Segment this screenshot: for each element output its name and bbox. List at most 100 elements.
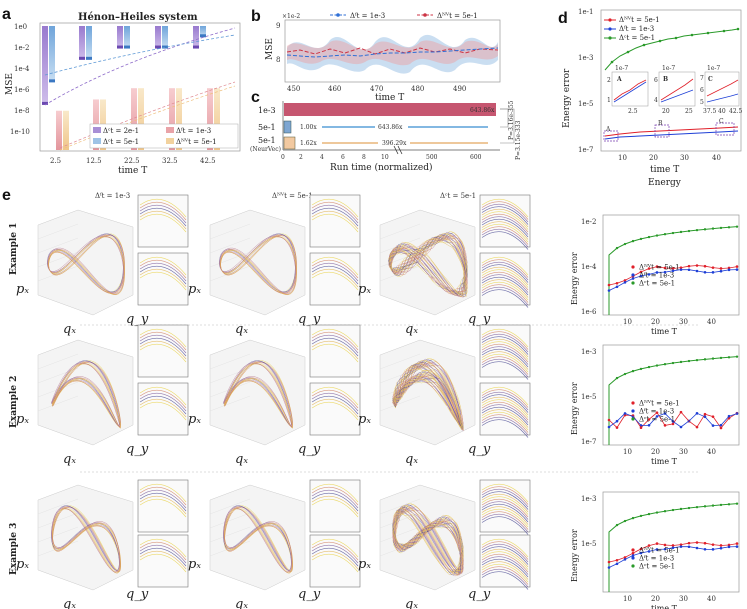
e-zoom-curve xyxy=(139,538,187,558)
trajectory-curve xyxy=(393,511,464,574)
e-zoom-curve xyxy=(481,266,529,286)
e-zoom-curve xyxy=(481,566,529,585)
e-zoom-curve xyxy=(139,343,187,363)
e-grid-line xyxy=(37,265,79,282)
e-zoom-curves xyxy=(481,328,529,380)
e-zoom-curve xyxy=(311,389,359,409)
e-grid-box xyxy=(209,209,306,316)
d-inset-blue xyxy=(613,81,647,103)
e-marker-green xyxy=(639,237,643,241)
e-line-green xyxy=(608,356,738,445)
d-inset-name: B xyxy=(663,76,668,83)
e-zoom-curve xyxy=(481,348,529,368)
e-zoom-curve xyxy=(139,265,187,285)
trajectory-curve xyxy=(393,366,463,429)
e-zoom-curve xyxy=(139,398,187,418)
e-plot-xtick: 30 xyxy=(679,448,688,456)
e-zoom-box xyxy=(137,252,189,306)
e-marker-green xyxy=(735,355,739,358)
a-xtick: 42.5 xyxy=(200,157,216,165)
a-xtick: 32.5 xyxy=(162,157,178,165)
e-grid-line xyxy=(37,498,79,515)
a-ytick: 1e-8 xyxy=(14,107,29,115)
e-zoom-curve xyxy=(139,271,187,291)
e-zoom-curve xyxy=(311,268,359,288)
e-zoom-curve xyxy=(139,340,187,360)
axis-px: pₓ xyxy=(358,557,371,572)
e-zoom-curves xyxy=(481,538,529,590)
d-inset-blue xyxy=(660,89,694,103)
axis-qx: qₓ xyxy=(405,322,418,337)
e-plot-ytick: 1e-2 xyxy=(581,218,596,226)
e-grid-line xyxy=(379,223,421,240)
e-zoom-curve xyxy=(481,486,529,505)
e-zoom-curve xyxy=(481,208,529,228)
e-zoom-curve xyxy=(311,201,359,221)
d-legend-text: Δᴺⱽt = 5e-1 xyxy=(619,16,660,24)
e-grid-box xyxy=(37,209,134,316)
axis-px: pₓ xyxy=(188,557,201,572)
e-zoom-curve xyxy=(481,386,529,406)
e-zoom-box xyxy=(309,324,361,378)
e-zoom-curve xyxy=(481,271,529,291)
d-inset-xtick: 2.5 xyxy=(628,108,638,115)
d-inset-ytick: 6 xyxy=(654,77,658,84)
e-zoom-curve xyxy=(139,201,187,221)
e-zoom-curve xyxy=(139,256,187,276)
e-marker-green xyxy=(671,361,675,365)
e-line-blue xyxy=(608,546,738,568)
d-inset-c: 1e-7 C 7 6 5 37.5 40 42.5 xyxy=(700,65,743,115)
e-legend-marker xyxy=(631,265,635,269)
axis-px: pₓ xyxy=(358,412,371,427)
c-bar-bot xyxy=(283,136,296,150)
e-grid-line xyxy=(37,237,79,254)
e-zoom-curve xyxy=(311,498,359,518)
trajectory-curve xyxy=(51,362,120,428)
c-bracket xyxy=(500,108,509,128)
e-zoom-curves xyxy=(481,386,529,438)
e-col-title: Δᴺⱽt = 5e-1 xyxy=(272,192,313,200)
e-grid-line xyxy=(379,395,421,412)
d-inset-ytick: 2 xyxy=(607,77,611,84)
b-legend-marker xyxy=(423,13,427,17)
e-zoom-curve xyxy=(481,269,529,288)
e-grid-box xyxy=(37,339,134,446)
e-plot-xtick: 30 xyxy=(679,595,688,603)
c-bar-top xyxy=(284,103,496,116)
e-marker-blue xyxy=(735,268,739,271)
d-box-a xyxy=(603,130,619,142)
trajectory-curve xyxy=(392,508,464,576)
e-zoom-curve xyxy=(311,492,359,512)
e-zoom-curve xyxy=(139,486,187,506)
c-bracket xyxy=(500,108,515,144)
a-trend-blue xyxy=(44,34,236,76)
e-plot-ylabel: Energy error xyxy=(570,252,579,305)
e-plot-xtick: 30 xyxy=(679,318,688,326)
e-zoom-curve xyxy=(481,414,529,433)
panel-c: 643.86x 1.00x 643.86x 1.62x 396.29x 1e-3… xyxy=(250,100,522,173)
trajectory-curve xyxy=(389,232,467,296)
trajectory-curve xyxy=(224,508,293,574)
e-zoom-curve xyxy=(311,392,359,412)
e-line-red xyxy=(608,542,738,563)
c-bar-mid xyxy=(283,120,292,134)
panel-a-xlabel: time T xyxy=(118,166,147,176)
b-xlabel: time T xyxy=(375,93,404,103)
e-plot-frame xyxy=(602,491,740,593)
c-axis-break xyxy=(397,145,403,155)
a-bar xyxy=(56,110,62,150)
e-marker-green xyxy=(727,226,731,229)
e-zoom-curve xyxy=(311,265,359,285)
trajectory-curve xyxy=(52,508,121,574)
d-xtick: 20 xyxy=(649,154,658,162)
e-zoom-curve xyxy=(481,218,529,238)
b-multiplier: ×1e-2 xyxy=(282,13,300,20)
d-legend-text: Δᶠt = 1e-3 xyxy=(619,25,654,33)
e-zoom-curves xyxy=(481,483,529,535)
e-zoom-box xyxy=(137,324,189,378)
d-ylabel: Energy error xyxy=(562,68,572,128)
e-zoom-curve xyxy=(481,343,529,363)
a-bar-cap xyxy=(86,56,92,60)
